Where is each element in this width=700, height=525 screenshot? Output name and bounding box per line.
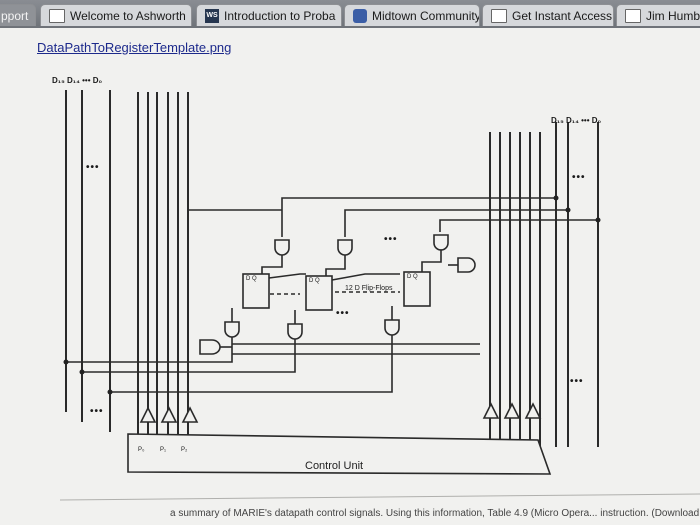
gate-ellipsis-lower: •••: [336, 308, 350, 319]
page-content: DataPathToRegisterTemplate.png: [0, 28, 700, 525]
flipflop-label: 12 D Flip-Flops: [345, 285, 393, 292]
users-icon: [353, 8, 367, 23]
flipflop-pin-label: D Q: [309, 278, 320, 284]
flipflop-pin-label: D Q: [246, 276, 257, 282]
tab-support[interactable]: pport: [0, 4, 36, 26]
tab-introduction[interactable]: WS Introduction to Proba: [196, 4, 342, 26]
tab-label: pport: [1, 8, 29, 23]
page-icon: [49, 8, 65, 23]
tab-get-instant-access[interactable]: Get Instant Access to: [482, 4, 614, 26]
control-unit-label: Control Unit: [305, 460, 364, 472]
tab-label: Welcome to Ashworth: [70, 8, 186, 23]
right-lower-ellipsis: •••: [570, 376, 584, 387]
website-logo-icon: WS: [205, 8, 219, 23]
tab-label: Midtown Community: [372, 8, 480, 23]
left-bus-ellipsis: •••: [86, 162, 100, 173]
instruction-paragraph: a summary of MARIE's datapath control si…: [170, 508, 700, 519]
right-bus-ellipsis: •••: [572, 172, 586, 183]
left-bus-label: D₁₅ D₁₄ ••• D₀: [52, 76, 103, 85]
p-label: P₀: [138, 447, 145, 453]
p-label: P₂: [181, 447, 188, 453]
tab-welcome[interactable]: Welcome to Ashworth: [40, 4, 192, 26]
page-icon: [625, 8, 641, 23]
datapath-schematic: [59, 90, 700, 501]
datapath-diagram: D₁₅ D₁₄ ••• D₀ D₁₅ D₁₄ ••• D₀ ••• ••• ••…: [0, 62, 700, 502]
left-lower-ellipsis: •••: [90, 406, 104, 417]
tab-jim-humble[interactable]: Jim Humble Ve: [616, 4, 700, 26]
browser-tab-bar: pport Welcome to Ashworth WS Introductio…: [0, 0, 700, 29]
tab-label: Jim Humble Ve: [646, 8, 700, 23]
page-icon: [491, 8, 507, 23]
tab-label: Introduction to Proba: [224, 8, 336, 23]
tab-label: Get Instant Access to: [512, 8, 613, 23]
tab-midtown[interactable]: Midtown Community: [344, 4, 480, 26]
flipflop-pin-label: D Q: [407, 274, 418, 280]
right-bus-label: D₁₅ D₁₄ ••• D₀: [551, 116, 602, 125]
p-label: P₁: [160, 447, 167, 453]
gate-ellipsis: •••: [384, 234, 398, 245]
image-filename-link[interactable]: DataPathToRegisterTemplate.png: [37, 40, 232, 55]
